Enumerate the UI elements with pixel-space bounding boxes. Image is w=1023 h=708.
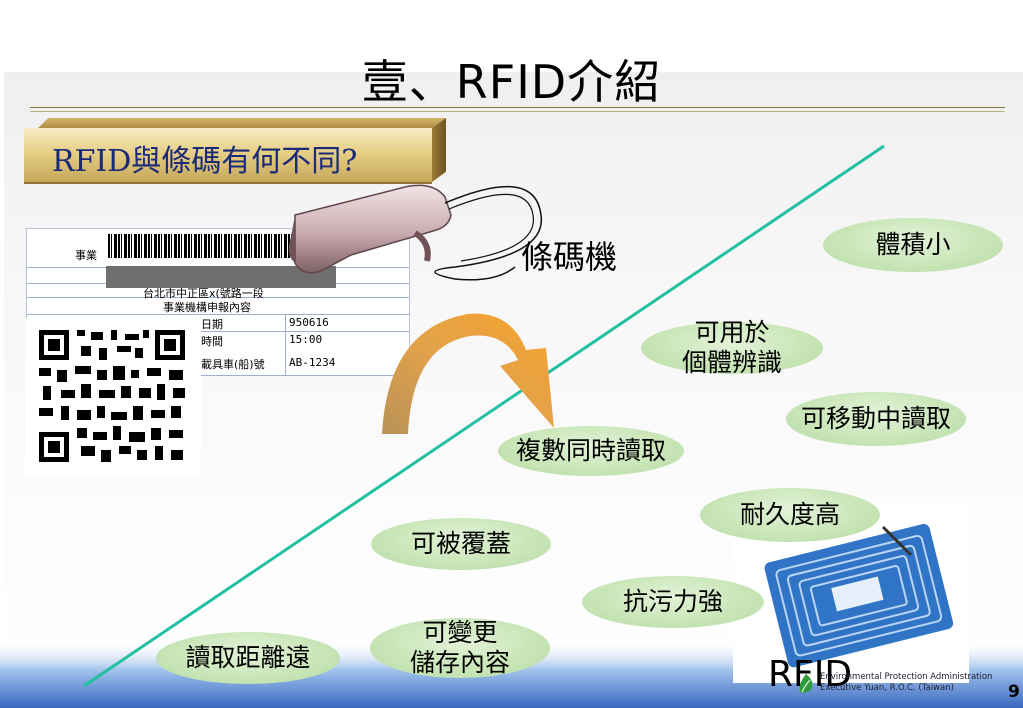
feature-ellipse: 可被覆蓋 [371, 518, 551, 570]
question-banner-top [36, 118, 446, 130]
barcode-scanner-image [288, 184, 543, 281]
form-row-divider [27, 314, 409, 315]
feature-ellipse: 抗污力強 [582, 576, 764, 628]
feature-label: 可變更 儲存內容 [409, 618, 510, 677]
form-row-divider [27, 331, 409, 332]
question-banner-side [432, 118, 446, 182]
page-title: 壹、RFID介紹 [361, 55, 662, 109]
barcode-image [108, 234, 308, 258]
feature-label: 體積小 [875, 230, 951, 259]
title-rule-secondary [30, 111, 1005, 112]
feature-ellipse: 讀取距離遠 [156, 632, 340, 684]
epa-logo-icon [799, 674, 813, 693]
form-row-divider [27, 375, 409, 376]
form-vehicle-value: AB-1234 [289, 356, 336, 369]
title-rule [30, 107, 1005, 108]
feature-ellipse: 體積小 [823, 218, 1003, 272]
form-time-label: 時間 [201, 335, 223, 348]
redaction-bar [106, 266, 336, 288]
feature-ellipse: 可移動中讀取 [786, 392, 966, 446]
feature-ellipse: 可變更 儲存內容 [370, 618, 550, 678]
form-row3-text: 事業機構申報內容 [163, 301, 251, 314]
feature-label: 可用於 個體辨識 [681, 318, 782, 377]
curved-arrow-icon [382, 313, 554, 434]
feature-ellipse: 複數同時讀取 [498, 426, 684, 476]
question-text: RFID與條碼有何不同? [52, 144, 358, 179]
question-banner [24, 128, 432, 182]
qr-code-pattern [39, 330, 185, 462]
feature-label: 抗污力強 [622, 587, 723, 616]
feature-ellipse: 可用於 個體辨識 [641, 318, 823, 377]
form-date-value: 950616 [289, 316, 329, 329]
form-row1-label: 事業 [75, 249, 97, 262]
qr-code [25, 318, 201, 478]
feature-label: 可被覆蓋 [410, 529, 511, 558]
feature-label: 讀取距離遠 [185, 643, 311, 672]
form-col-divider [285, 314, 286, 375]
form-vehicle-label: 載具車(船)號 [201, 358, 265, 371]
feature-label: 複數同時讀取 [515, 436, 666, 465]
org-name-line2: Executive Yuan, R.O.C. (Taiwan) [820, 683, 954, 693]
org-name-line1: Environmental Protection Administration [820, 672, 993, 682]
form-row2-text: 台北市中正區x(號路一段 [143, 287, 264, 300]
feature-label: 耐久度高 [739, 500, 840, 529]
form-row-divider [27, 297, 409, 298]
form-time-value: 15:00 [289, 333, 323, 346]
form-date-label: 日期 [201, 318, 223, 331]
feature-ellipse: 耐久度高 [700, 488, 880, 542]
scanner-label: 條碼機 [521, 238, 618, 276]
page-number: 9 [1008, 682, 1020, 702]
feature-label: 可移動中讀取 [800, 404, 951, 433]
